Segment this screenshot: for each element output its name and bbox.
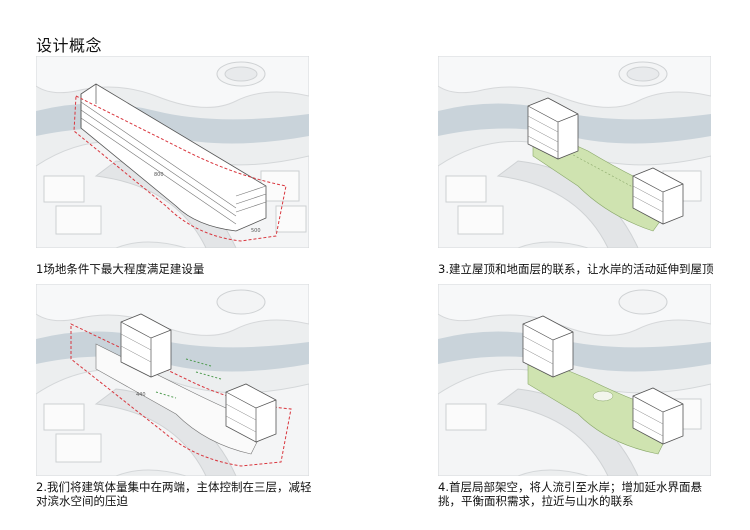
concept-panel-1: 800 500 — [36, 56, 309, 248]
concept-panel-4 — [438, 284, 711, 476]
concept-panel-3 — [438, 56, 711, 248]
panel-caption: 3.建立屋顶和地面层的联系，让水岸的活动延伸到屋顶 — [438, 262, 714, 276]
panel-caption: 1场地条件下最大程度满足建设量 — [36, 262, 205, 276]
concept-panel-2: 440 — [36, 284, 309, 476]
panel-caption: 4.首层局部架空，将人流引至水岸；增加延水界面悬挑，平衡面积需求，拉近与山水的联… — [438, 480, 702, 508]
page-title: 设计概念 — [36, 36, 103, 55]
dimension-label: 440 — [136, 392, 146, 398]
dimension-label: 800 — [154, 172, 164, 178]
dimension-label: 500 — [251, 228, 261, 234]
panel-caption: 2.我们将建筑体量集中在两端，主体控制在三层，减轻对滨水空间的压迫 — [36, 480, 312, 508]
